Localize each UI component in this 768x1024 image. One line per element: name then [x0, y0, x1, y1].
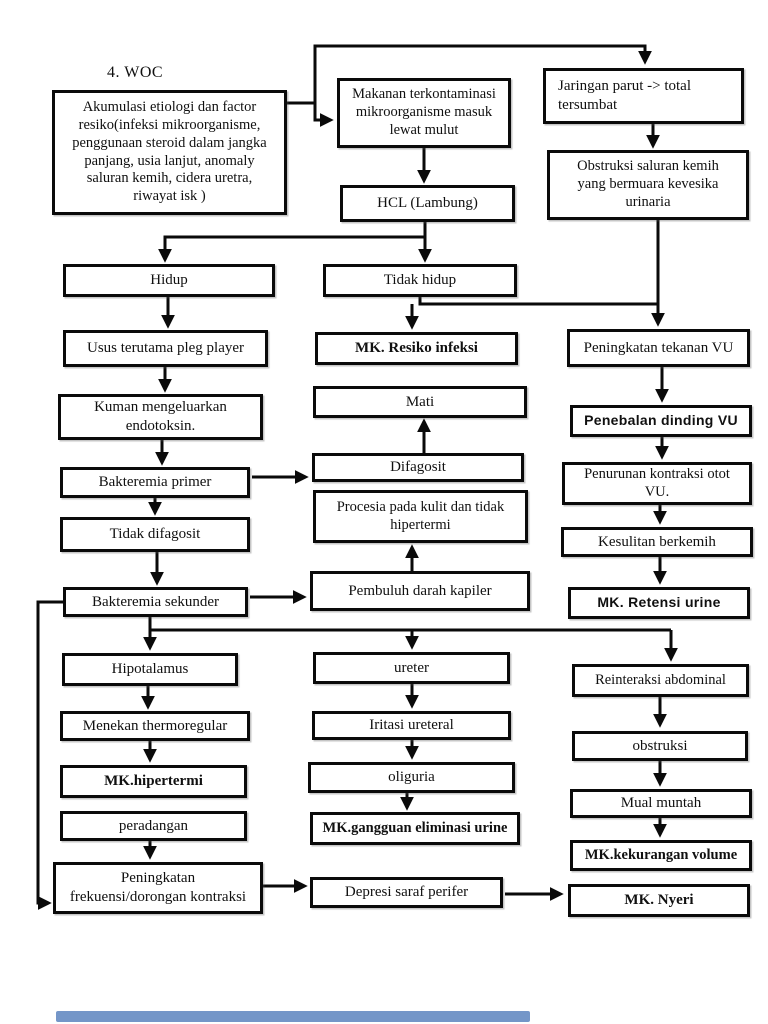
- node-label: Bakteremia sekunder: [91, 593, 220, 610]
- node-bakteremia-sekunder: Bakteremia sekunder: [63, 587, 248, 617]
- node-label: Penurunan kontraksi otot VU.: [584, 465, 730, 500]
- page-title: 4. WOC: [107, 64, 164, 81]
- node-label: Depresi saraf perifer: [344, 884, 469, 901]
- node-label: Peningkatan tekanan VU: [583, 339, 734, 356]
- node-mk-gangguan-eliminasi: MK.gangguan eliminasi urine: [310, 812, 520, 845]
- node-label: Jaringan parut -> total tersumbat: [558, 78, 692, 113]
- node-label: Difagosit: [390, 459, 446, 476]
- edge-connector: [313, 103, 334, 127]
- node-label: MK. Retensi urine: [597, 594, 721, 611]
- node-tidak-hidup: Tidak hidup: [323, 264, 517, 297]
- node-tidak-difagosit: Tidak difagosit: [60, 517, 250, 552]
- node-pembuluh-darah-kapiler: Pembuluh darah kapiler: [310, 571, 530, 611]
- node-label: Mual muntah: [620, 795, 702, 812]
- node-mk-kekurangan-volume: MK.kekurangan volume: [570, 840, 752, 871]
- node-label: Penebalan dinding VU: [584, 412, 738, 429]
- node-label: HCL (Lambung): [377, 195, 478, 212]
- edge-connector: [418, 297, 658, 306]
- node-label: Bakteremia primer: [98, 474, 212, 491]
- node-label: Hipotalamus: [111, 661, 189, 678]
- node-difagosit: Difagosit: [312, 453, 524, 482]
- node-hcl-lambung: HCL (Lambung): [340, 185, 515, 222]
- node-label: MK. Resiko infeksi: [355, 340, 478, 357]
- node-label: Makanan terkontaminasi mikroorganisme ma…: [352, 86, 496, 138]
- edge-connector: [36, 600, 63, 910]
- node-label: Tidak difagosit: [109, 526, 201, 543]
- node-mati: Mati: [313, 386, 527, 418]
- node-label: MK.kekurangan volume: [584, 846, 738, 863]
- node-peningkatan-frekuensi: Peningkatan frekuensi/dorongan kontraksi: [53, 862, 263, 914]
- node-label: Reinteraksi abdominal: [595, 671, 726, 688]
- node-label: Kesulitan berkemih: [598, 533, 716, 550]
- node-obstruksi-saluran-kemih: Obstruksi saluran kemih yang bermuara ke…: [547, 150, 749, 220]
- node-peningkatan-tekanan-vu: Peningkatan tekanan VU: [567, 329, 750, 367]
- node-mk-nyeri: MK. Nyeri: [568, 884, 750, 917]
- node-label: Tidak hidup: [383, 272, 457, 289]
- node-label: MK.gangguan eliminasi urine: [322, 819, 508, 836]
- node-label: oliguria: [388, 769, 435, 786]
- node-label: obstruksi: [632, 737, 688, 754]
- node-label: Procesia pada kulit dan tidak hipertermi: [336, 498, 505, 533]
- node-label: Akumulasi etiologi dan factor resiko(inf…: [72, 98, 267, 205]
- node-mual-muntah: Mual muntah: [570, 789, 752, 818]
- node-label: Hidup: [150, 272, 188, 289]
- node-label: Menekan thermoregular: [82, 717, 228, 734]
- node-usus-terutama: Usus terutama pleg player: [63, 330, 268, 367]
- node-kuman-endotoksin: Kuman mengeluarkan endotoksin.: [58, 394, 263, 440]
- node-depresi-saraf-perifer: Depresi saraf perifer: [310, 877, 503, 908]
- node-oliguria: oliguria: [308, 762, 515, 793]
- node-label: Mati: [405, 393, 435, 410]
- node-mk-retensi-urine: MK. Retensi urine: [568, 587, 750, 619]
- node-makanan-terkontaminasi: Makanan terkontaminasi mikroorganisme ma…: [337, 78, 511, 148]
- node-bakteremia-primer: Bakteremia primer: [60, 467, 250, 498]
- node-penurunan-kontraksi: Penurunan kontraksi otot VU.: [562, 462, 752, 505]
- node-label: peradangan: [118, 817, 189, 834]
- node-obstruksi: obstruksi: [572, 731, 748, 761]
- node-hidup: Hidup: [63, 264, 275, 297]
- node-menekan-thermoregular: Menekan thermoregular: [60, 711, 250, 741]
- node-label: Iritasi ureteral: [369, 717, 454, 734]
- node-mk-resiko-infeksi: MK. Resiko infeksi: [315, 332, 518, 365]
- node-label: MK.hipertermi: [104, 773, 203, 790]
- node-iritasi-ureteral: Iritasi ureteral: [312, 711, 511, 740]
- node-label: ureter: [394, 659, 429, 676]
- node-reinteraksi-abdominal: Reinteraksi abdominal: [572, 664, 749, 697]
- node-peradangan: peradangan: [60, 811, 247, 841]
- node-label: MK. Nyeri: [624, 892, 694, 909]
- node-jaringan-parut: Jaringan parut -> total tersumbat: [543, 68, 744, 124]
- node-label: Pembuluh darah kapiler: [348, 582, 492, 599]
- node-label: Kuman mengeluarkan endotoksin.: [94, 399, 227, 434]
- node-mk-hipertermi: MK.hipertermi: [60, 765, 247, 798]
- node-label: Peningkatan frekuensi/dorongan kontraksi: [69, 870, 247, 905]
- node-label: Usus terutama pleg player: [86, 340, 245, 357]
- node-procesia-kulit: Procesia pada kulit dan tidak hipertermi: [313, 490, 528, 543]
- node-hipotalamus: Hipotalamus: [62, 653, 238, 686]
- node-kesulitan-berkemih: Kesulitan berkemih: [561, 527, 753, 557]
- next-page-edge-bar: [56, 1011, 530, 1022]
- node-ureter: ureter: [313, 652, 510, 684]
- node-penebalan-dinding-vu: Penebalan dinding VU: [570, 405, 752, 437]
- node-label: Obstruksi saluran kemih yang bermuara ke…: [577, 158, 719, 210]
- edge-connector: [158, 235, 425, 263]
- node-akumulasi-etiologi: Akumulasi etiologi dan factor resiko(inf…: [52, 90, 287, 215]
